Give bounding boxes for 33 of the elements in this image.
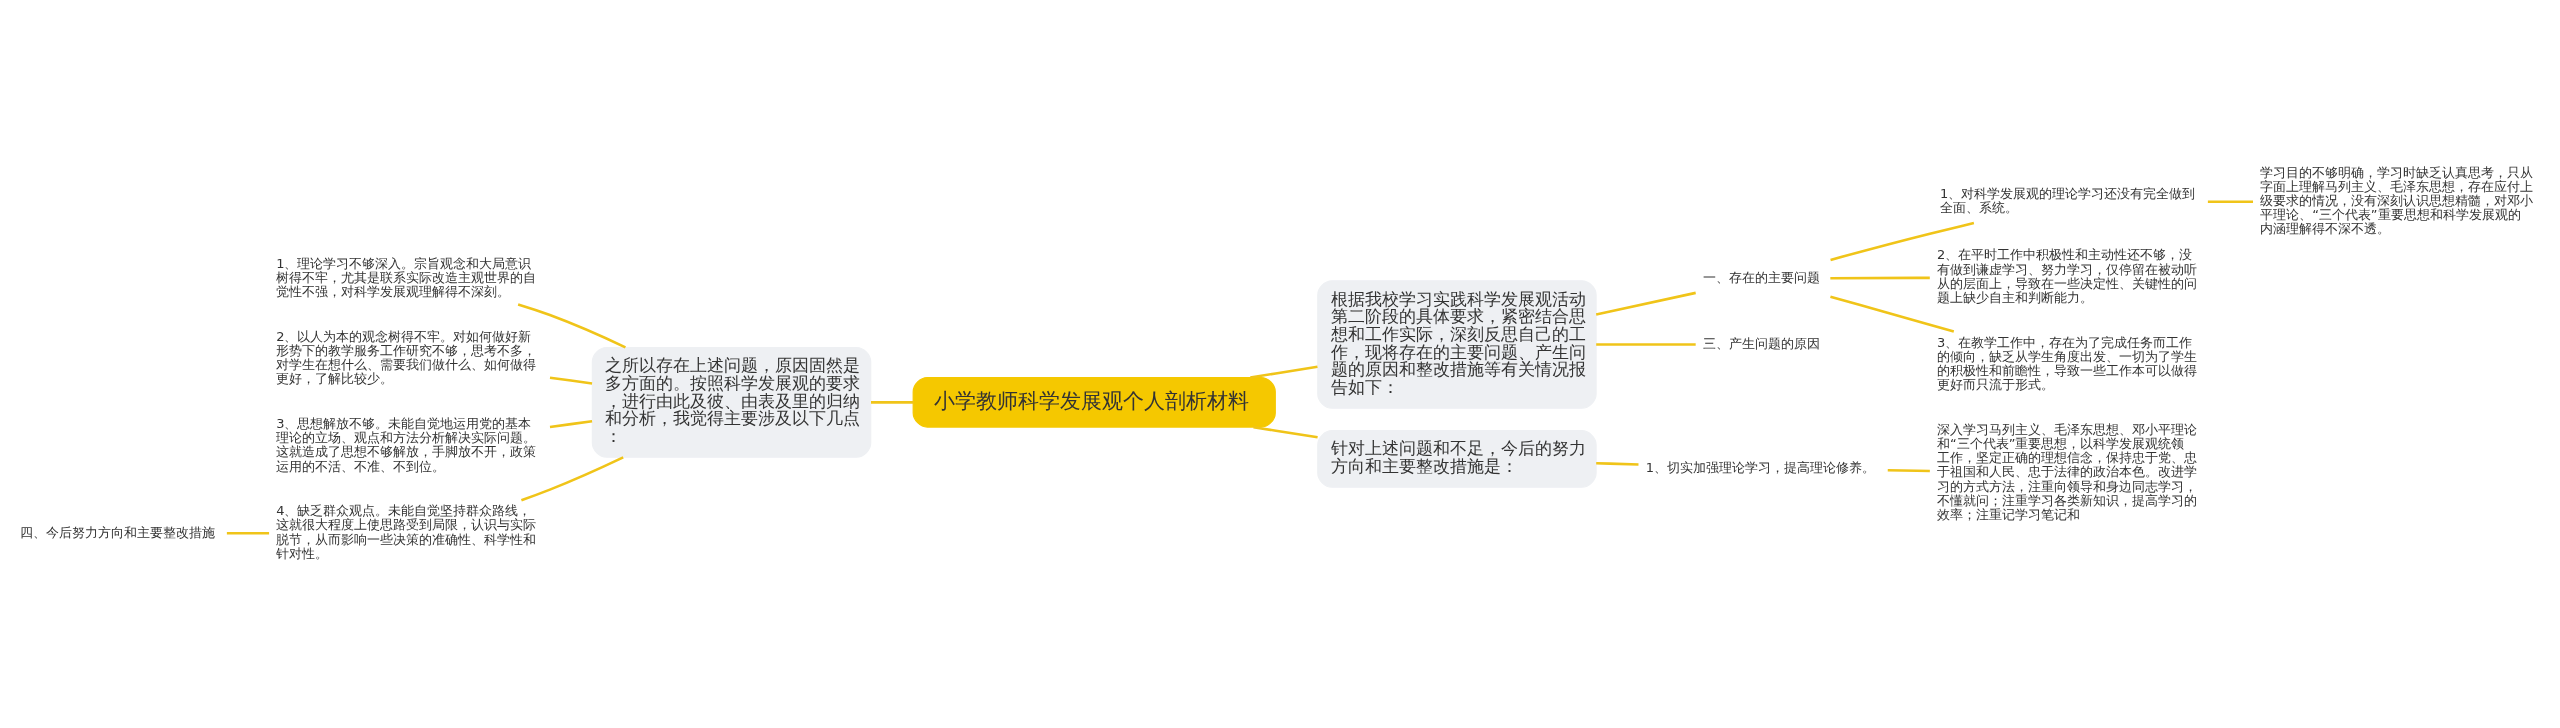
connector [2207, 200, 2253, 204]
connector [1596, 343, 1696, 346]
connector [1595, 291, 1696, 316]
connector [520, 456, 624, 502]
node-text: 一、存在的主要问题 [1702, 269, 1820, 285]
connector [549, 419, 593, 429]
connector [1250, 365, 1318, 379]
node-box: 针对上述问题和不足，今后的努力方向和主要整改措施是： [1317, 430, 1597, 488]
node-text: 深入学习马列主义、毛泽东思想、邓小平理论和“三个代表”重要思想，以科学发展观统领工作，坚定正确的理想信念，保持忠于党、忠于祖国和人民、忠于法律的政治本色。改进学习的方式方法，注重向领导和身边同志学习，不懂就问；注重学习各类新知识，提高学习的效率；注重记学习笔记和 [1936, 421, 2197, 522]
connector [1253, 425, 1318, 439]
node-text: 1、理论学习不够深入。宗旨观念和大局意识树得不牢，尤其是联系实际改造主观世界的自觉性不强，对科学发展观理解得不深刻。 [276, 255, 537, 299]
node-text: 4、缺乏群众观点。未能自觉坚持群众路线，这就很大程度上使思路受到局限，认识与实际脱节，从而影响一些决策的准确性、科学性和针对性。 [276, 503, 537, 561]
connector [871, 401, 914, 404]
node-text: 1、切实加强理论学习，提高理论修养。 [1645, 459, 1875, 475]
node-text: 四、今后努力方向和主要整改措施 [20, 524, 216, 540]
node-text: 1、对科学发展观的理论学习还没有完全做到全面、系统。 [1939, 186, 2196, 216]
connector [1830, 221, 1975, 262]
node-text: 学习目的不够明确，学习时缺乏认真思考，只从字面上理解马列主义、毛泽东思想，存在应付上级要求的情况，没有深刻认识思想精髓，对邓小平理论、“三个代表”重要思想和科学发展观的内涵理解得不深不透。 [2260, 164, 2534, 237]
node-text: 三、产生问题的原因 [1702, 335, 1820, 351]
node-box: 之所以存在上述问题，原因固然是多方面的。按照科学发展观的要求，进行由此及彼、由表及里的归纳和分析，我觉得主要涉及以下几点： [591, 346, 872, 458]
connector [1830, 276, 1930, 280]
connector [1887, 469, 1930, 473]
node-text: 3、思想解放不够。未能自觉地运用党的基本理论的立场、观点和方法分析解决实际问题。这就造成了思想不够解放，手脚放不开，政策运用的不活、不准、不到位。 [276, 416, 537, 474]
connector [226, 531, 270, 535]
node-box: 根据我校学习实践科学发展观活动第二阶段的具体要求，紧密结合思想和工作实际，深刻反思自己的工作，现将存在的主要问题、产生问题的原因和整改措施等有关情况报告如下： [1317, 280, 1597, 409]
node-text: 2、以人为本的观念树得不牢。对如何做好新形势下的教学服务工作研究不够，思考不多，对学生在想什么、需要我们做什么、如何做得更好，了解比较少。 [276, 328, 537, 387]
node-text: 2、在平时工作中积极性和主动性还不够，没有做到谦虚学习、努力学习，仅停留在被动听从的层面上，导致在一些决定性、关键性的问题上缺少自主和判断能力。 [1936, 247, 2197, 305]
connector [517, 303, 626, 349]
node-box: 小学教师科学发展观个人剖析材料 [912, 376, 1276, 428]
node-text: 3、在教学工作中，存在为了完成任务而工作的倾向，缺乏从学生角度出发、一切为了学生的积极性和前瞻性，导致一些工作本可以做得更好而只流于形式。 [1936, 334, 2197, 393]
connector [1596, 461, 1639, 466]
connector [1830, 295, 1955, 333]
connector [549, 376, 593, 385]
